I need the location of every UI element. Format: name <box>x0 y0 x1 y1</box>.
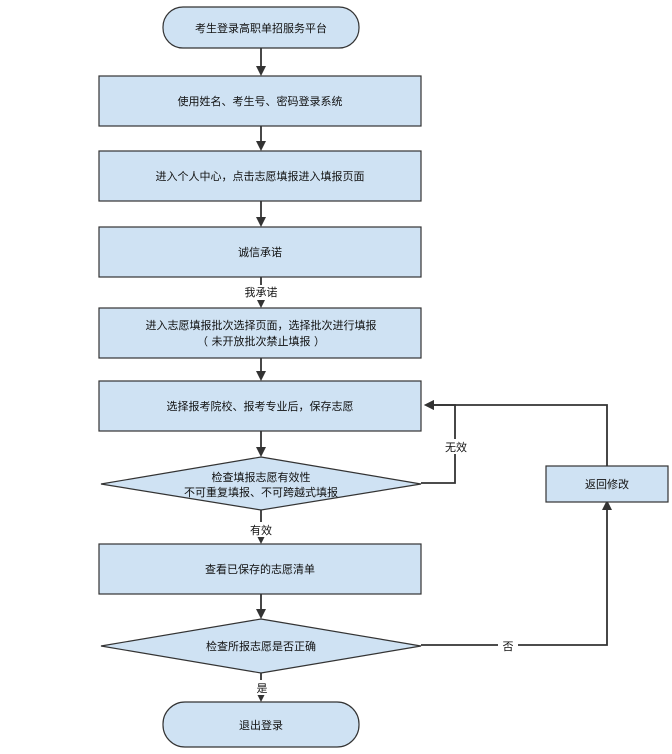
edge-label-promise: 我承诺 <box>245 286 278 299</box>
node-personal-center <box>98 150 422 202</box>
edge-back-select <box>424 400 608 466</box>
node-view-list <box>98 543 422 595</box>
node-check-validity-line2: 不可重复填报、不可跨越式填报 <box>184 485 338 499</box>
node-start <box>162 6 360 49</box>
node-batch-select <box>98 307 422 359</box>
node-back-modify-label: 返回修改 <box>585 477 629 491</box>
node-check-correct <box>100 618 422 674</box>
node-back-modify <box>545 465 669 503</box>
edge-label-valid: 有效 <box>250 523 272 537</box>
node-integrity <box>98 226 422 278</box>
node-select-school <box>98 380 422 432</box>
node-start-label: 考生登录高职单招服务平台 <box>195 21 327 35</box>
node-personal-center-label: 进入个人中心，点击志愿填报进入填报页面 <box>156 169 365 183</box>
node-batch-label-line1: 进入志愿填报批次选择页面，选择批次进行填报 <box>146 318 377 332</box>
edge-label-no: 否 <box>503 640 514 653</box>
node-logout <box>162 701 360 748</box>
node-login <box>98 75 422 127</box>
node-check-correct-label: 检查所报志愿是否正确 <box>206 639 316 653</box>
node-login-label: 使用姓名、考生号、密码登录系统 <box>178 94 343 108</box>
edge-label-invalid: 无效 <box>445 440 467 454</box>
edge-label-yes: 是 <box>257 682 268 695</box>
node-check-validity-line1: 检查填报志愿有效性 <box>212 470 311 484</box>
node-batch-label-line2: （ 未开放批次禁止填报 ） <box>197 334 325 348</box>
node-check-validity <box>100 456 422 511</box>
node-view-list-label: 查看已保存的志愿清单 <box>205 562 315 576</box>
edge-no-back <box>421 500 612 646</box>
node-integrity-label: 诚信承诺 <box>238 246 282 259</box>
node-logout-label: 退出登录 <box>239 718 283 732</box>
node-select-label: 选择报考院校、报考专业后，保存志愿 <box>167 399 354 413</box>
